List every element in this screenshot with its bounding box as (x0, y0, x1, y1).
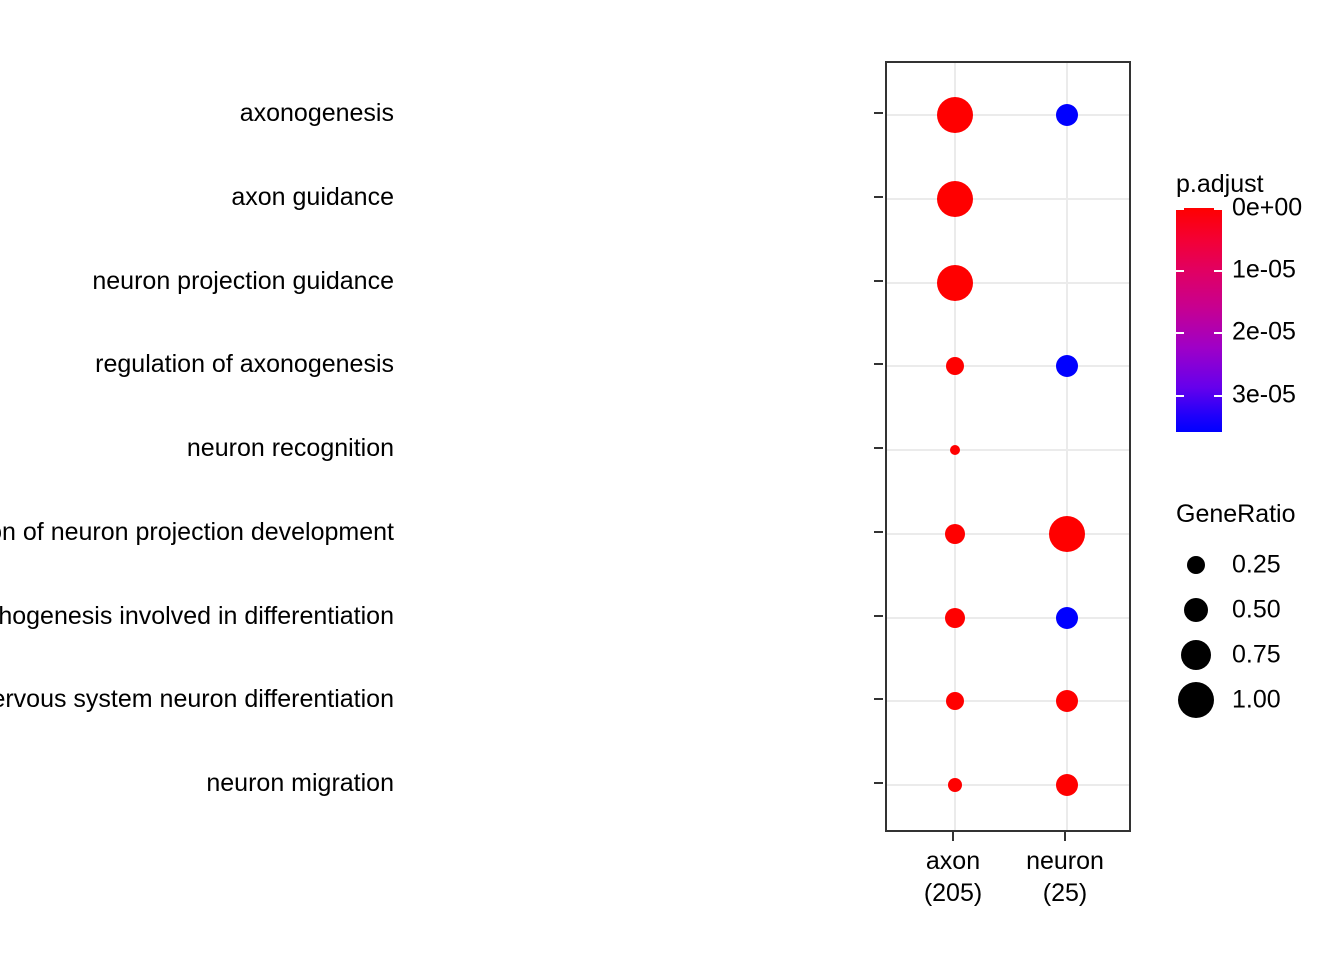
generatio-legend-key (1184, 598, 1208, 622)
gridline-horizontal (887, 784, 1129, 786)
data-point (1056, 355, 1078, 377)
gridline-horizontal (887, 533, 1129, 535)
colorbar-tick (1176, 332, 1184, 335)
gridline-horizontal (887, 449, 1129, 451)
x-axis-label: axon (205) (924, 845, 982, 909)
y-axis-label: neuron recognition (186, 434, 394, 462)
y-axis-label: central nervous system neuron differenti… (0, 685, 394, 713)
data-point (1049, 516, 1085, 552)
colorbar-tick (1214, 270, 1222, 273)
y-axis-tick (874, 615, 883, 617)
y-axis-label: neuron projection guidance (92, 267, 394, 295)
data-point (950, 445, 960, 455)
data-point (937, 265, 973, 301)
y-axis-tick (874, 363, 883, 365)
x-axis-label-count: (25) (1042, 879, 1088, 907)
colorbar-tick-label: 0e+00 (1232, 193, 1303, 222)
generatio-legend-label: 0.50 (1232, 595, 1281, 624)
y-axis: axonogenesis axon guidance neuron projecti… (0, 99, 883, 797)
y-axis-tick (874, 782, 883, 784)
gridline-vertical (1066, 63, 1068, 830)
data-point (937, 97, 973, 133)
gridline-horizontal (887, 617, 1129, 619)
colorbar-tick (1176, 394, 1184, 397)
gridline-horizontal (887, 198, 1129, 200)
y-axis-tick (874, 698, 883, 700)
colorbar-tick-label: 2e-05 (1232, 317, 1296, 346)
colorbar-tick (1176, 270, 1184, 273)
x-axis-label-name: axon (925, 847, 981, 875)
y-axis-tick (874, 196, 883, 198)
data-point (948, 778, 962, 792)
data-point (945, 524, 965, 544)
y-axis-tick (874, 280, 883, 282)
y-axis-tick (874, 447, 883, 449)
generatio-legend-key (1178, 682, 1214, 718)
generatio-legend-key (1187, 556, 1205, 574)
data-point (1056, 607, 1078, 629)
gridline-horizontal (887, 700, 1129, 702)
plot-panel (885, 61, 1131, 832)
colorbar-tick (1214, 394, 1222, 397)
x-axis-tick (1064, 832, 1066, 841)
y-axis-label: axonogenesis (239, 99, 394, 127)
x-axis-label-count: (205) (923, 879, 983, 907)
data-point (946, 357, 964, 375)
data-point (1056, 104, 1078, 126)
x-axis-tick (952, 832, 954, 841)
generatio-legend-key (1181, 640, 1211, 670)
gridline-horizontal (887, 282, 1129, 284)
padjust-colorbar (1176, 208, 1222, 432)
gridline-horizontal (887, 114, 1129, 116)
generatio-legend-label: 0.75 (1232, 640, 1281, 669)
colorbar-tick (1214, 332, 1222, 335)
legend-generatio-title: GeneRatio (1176, 500, 1296, 528)
y-axis-tick (874, 112, 883, 114)
y-axis-label: regulation of neuron projection developm… (0, 518, 394, 546)
data-point (937, 181, 973, 217)
colorbar-tick (1214, 208, 1222, 210)
generatio-legend-label: 0.25 (1232, 550, 1281, 579)
y-axis-label: regulation of cell morphogenesis involve… (0, 602, 394, 630)
x-axis-label-name: neuron (1026, 847, 1104, 875)
colorbar-tick-label: 3e-05 (1232, 380, 1296, 409)
y-axis-label: neuron migration (206, 769, 394, 797)
y-axis-label: axon guidance (231, 183, 394, 211)
data-point (1056, 774, 1078, 796)
y-axis-tick (874, 531, 883, 533)
legend-padjust-title: p.adjust (1176, 170, 1264, 198)
data-point (1056, 690, 1078, 712)
colorbar-tick (1176, 208, 1184, 210)
generatio-legend-label: 1.00 (1232, 685, 1281, 714)
y-axis-label: regulation of axonogenesis (95, 350, 394, 378)
x-axis-label: neuron (25) (1026, 845, 1104, 909)
data-point (945, 608, 965, 628)
gridline-horizontal (887, 365, 1129, 367)
colorbar-tick-label: 1e-05 (1232, 255, 1296, 284)
data-point (946, 692, 964, 710)
